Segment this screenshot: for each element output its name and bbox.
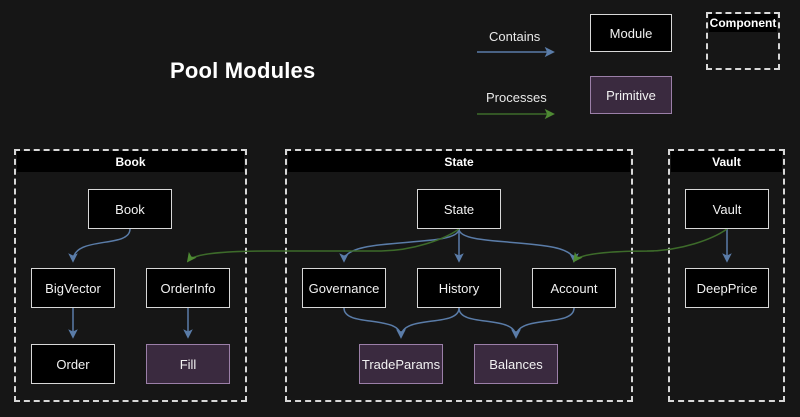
node-deepprice[interactable]: DeepPrice	[685, 268, 769, 308]
legend-primitive-swatch: Primitive	[590, 76, 672, 114]
node-account[interactable]: Account	[532, 268, 616, 308]
legend-module-swatch: Module	[590, 14, 672, 52]
node-fill[interactable]: Fill	[146, 344, 230, 384]
node-orderinfo[interactable]: OrderInfo	[146, 268, 230, 308]
node-tradeparams[interactable]: TradeParams	[359, 344, 443, 384]
legend-processes-label: Processes	[486, 90, 547, 105]
legend-contains-label: Contains	[489, 29, 540, 44]
node-bigvector[interactable]: BigVector	[31, 268, 115, 308]
node-history[interactable]: History	[417, 268, 501, 308]
group-title-vault: Vault	[671, 151, 782, 172]
group-title-book: Book	[17, 151, 244, 172]
legend-component-label: Component	[709, 14, 777, 32]
group-title-state: State	[288, 151, 630, 172]
node-vault[interactable]: Vault	[685, 189, 769, 229]
page-title: Pool Modules	[170, 58, 315, 84]
node-book[interactable]: Book	[88, 189, 172, 229]
node-state[interactable]: State	[417, 189, 501, 229]
node-order[interactable]: Order	[31, 344, 115, 384]
node-balances[interactable]: Balances	[474, 344, 558, 384]
node-governance[interactable]: Governance	[302, 268, 386, 308]
